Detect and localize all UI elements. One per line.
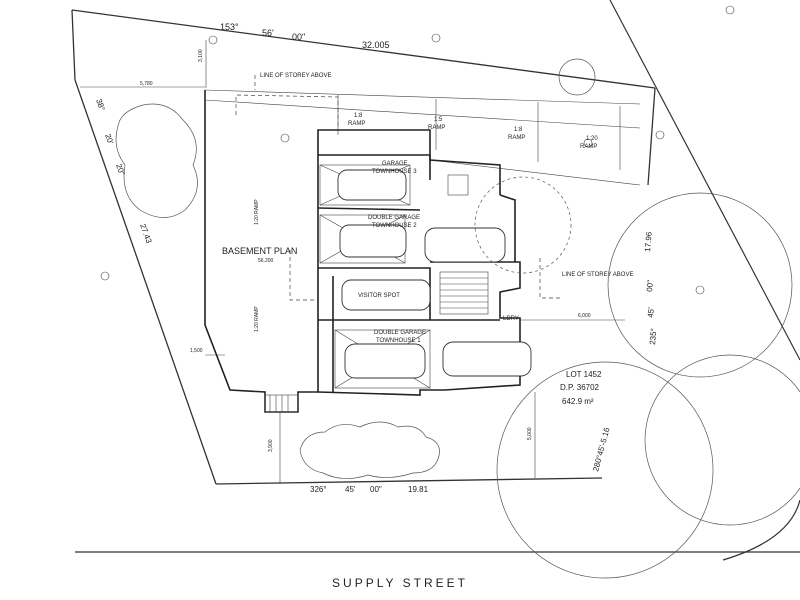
right-deg: 235° (648, 328, 658, 345)
deposited-plan: D.P. 36702 (560, 383, 600, 392)
bottom-sec: 00" (370, 485, 382, 494)
ramp-2-ratio: 1:5 (434, 117, 443, 123)
storey-above-label: LINE OF STOREY ABOVE (260, 73, 331, 79)
car-townhouse-1b (442, 341, 532, 377)
left-length: 27.43 (138, 223, 153, 245)
dimension-lines (80, 40, 625, 484)
ramp-vertical-1: 1:20 RAMP (254, 199, 260, 225)
tree-canopy-3 (496, 361, 714, 579)
bottom-deg: 326° (310, 485, 327, 494)
right-min: 45' (646, 307, 656, 319)
dim-6000: 6,000 (578, 313, 591, 319)
page-title: BASEMENT PLAN (222, 246, 297, 256)
car-visitor (341, 279, 431, 311)
left-c: 20" (114, 163, 127, 177)
palm-tree-icon (558, 58, 596, 96)
ramp-1-ratio: 1:8 (354, 113, 363, 119)
cars (337, 169, 532, 379)
trees (115, 58, 800, 579)
survey-markers (100, 5, 735, 295)
basement-level: 56.200 (258, 258, 274, 264)
car-townhouse-2b (424, 227, 506, 263)
stairs (264, 174, 489, 413)
ramp-4-ratio: 1:20 (586, 136, 598, 142)
street-kerb (75, 0, 800, 561)
bottom-length: 19.81 (408, 485, 429, 494)
tree-bottom (299, 421, 440, 479)
car-townhouse-3 (337, 169, 407, 201)
ramp-4-label: RAMP (580, 144, 597, 150)
ramp-2-label: RAMP (428, 125, 445, 131)
car-townhouse-1a (344, 343, 426, 379)
visitor-spot-label: VISITOR SPOT (358, 293, 400, 299)
bottom-min: 45' (345, 485, 356, 494)
ramp-vertical-2: 1:20 RAMP (254, 306, 260, 332)
ramp-3-ratio: 1:8 (514, 127, 523, 133)
tree-left (115, 103, 198, 218)
dim-5000: 5,000 (527, 427, 533, 440)
top-bearing-min: 56' (262, 28, 274, 38)
dim-1500: 1,500 (190, 348, 203, 354)
dim-3100: 3,100 (198, 49, 204, 62)
basement-walls (204, 90, 521, 413)
dim-5780: 5,780 (140, 81, 153, 87)
garage-2-label-b: TOWNHOUSE 2 (372, 223, 417, 229)
right-length: 17.96 (643, 231, 654, 252)
ramp-1-label: RAMP (348, 121, 365, 127)
ramp-3-label: RAMP (508, 135, 525, 141)
garage-2-label-a: DOUBLE GARAGE (368, 215, 420, 221)
lot-area: 642.9 m² (562, 397, 594, 406)
garage-3-label-b: TOWNHOUSE 3 (372, 169, 417, 175)
garage-1-label-b: TOWNHOUSE 1 (376, 338, 421, 344)
top-bearing-deg: 153° (220, 22, 239, 32)
top-length: 32.005 (362, 40, 390, 50)
left-a: 38° (94, 98, 107, 112)
laundry-label: LDRY (503, 316, 519, 322)
site-boundary (71, 9, 656, 485)
garage-1-label-a: DOUBLE GARAGE (374, 330, 426, 336)
tree-canopy-1 (474, 176, 572, 274)
garage-3-label-a: GARAGE (382, 161, 408, 167)
car-townhouse-2a (339, 224, 407, 258)
street-name: SUPPLY STREET (332, 576, 468, 590)
lot-number: LOT 1452 (566, 370, 602, 379)
left-b: 20' (103, 133, 115, 146)
top-bearing-sec: 00" (292, 32, 305, 42)
right-sec: 00" (645, 280, 655, 293)
tree-canopy-4 (644, 354, 800, 526)
storey-above-label-2: LINE OF STOREY ABOVE (562, 272, 633, 278)
dim-3900: 3,900 (268, 439, 274, 452)
tree-canopy-2 (607, 192, 793, 378)
corner-bearing: 280°45'-5.16 (591, 426, 612, 473)
